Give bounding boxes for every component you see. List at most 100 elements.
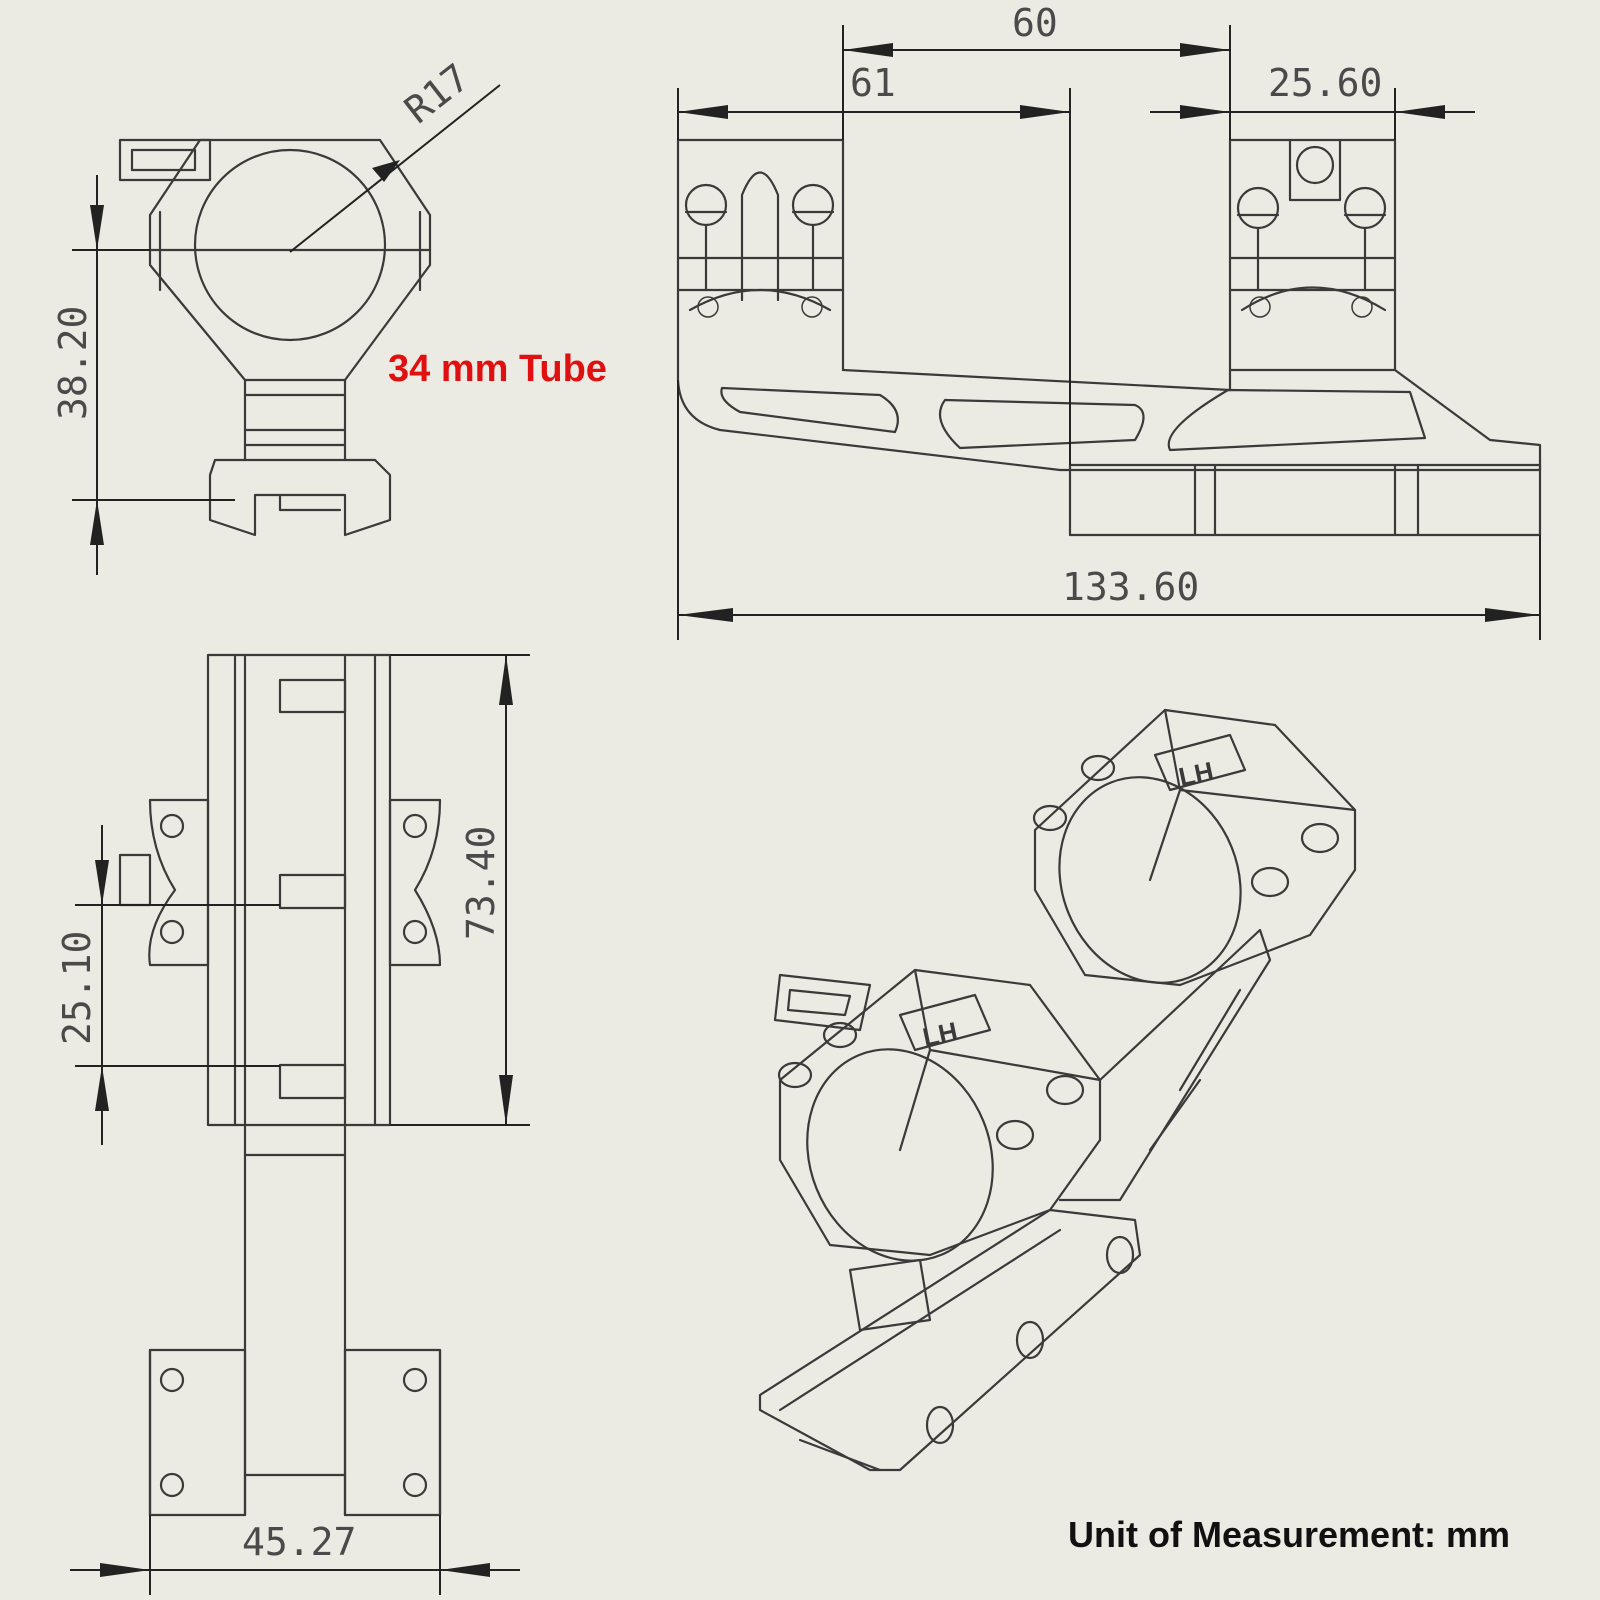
iso-arm-slots (1148, 988, 1242, 1152)
length-arrow-left (678, 608, 733, 622)
clamp-length-arrow-bottom (499, 1075, 513, 1125)
ring-width-arrow-left (1180, 105, 1230, 119)
lever-slot (130, 148, 197, 172)
iso-rear-bore (806, 1048, 994, 1262)
front-cap-hole (1295, 145, 1335, 185)
front-cap-box (1288, 138, 1342, 202)
offset-arrow-right (1020, 105, 1070, 119)
front-clamp-edges (148, 1348, 442, 1517)
iso-neck (848, 1258, 932, 1332)
iso-rail-screw-1 (1105, 1235, 1135, 1275)
front-hole-2 (159, 1472, 185, 1498)
rear-screw-2 (791, 183, 835, 227)
iso-rear-logo: LH (920, 1016, 960, 1053)
iso-arm (1058, 928, 1272, 1202)
front-ring-lines (1228, 256, 1397, 292)
isometric-view: LH LH (758, 708, 1357, 1472)
clamp-hole-1 (159, 813, 185, 839)
neck-ribs (243, 393, 347, 447)
ring-height-extensions (72, 249, 235, 501)
screw-bosses (158, 210, 422, 292)
tube-bore (193, 148, 387, 342)
iso-front-logo-plate (1153, 733, 1247, 792)
iso-front-ring (1033, 708, 1357, 987)
rear-center-slot (740, 171, 780, 302)
iso-rail-screw-2 (1015, 1320, 1045, 1360)
dim-base-width: 45.27 (242, 1520, 356, 1564)
front-screw-2 (1343, 186, 1387, 230)
lever-tab (118, 138, 212, 182)
iso-rail-base (758, 1208, 1142, 1472)
front-screw-1 (1236, 186, 1280, 230)
rear-screw-shanks (704, 223, 815, 292)
unit-label: Unit of Measurement: mm (1068, 1514, 1511, 1555)
front-view: R17 38.20 (51, 55, 501, 575)
spacing-arrow-right (1180, 43, 1230, 57)
top-arm-lines (243, 1153, 347, 1477)
ring-neck (243, 378, 347, 462)
clamp-hole-4 (402, 919, 428, 945)
rear-ring-arch (688, 289, 832, 312)
rail-clamp-grooves (1193, 463, 1420, 537)
base-width-arrow-left (100, 1563, 150, 1577)
dim-ring-width: 25.60 (1268, 61, 1382, 105)
front-hole-4 (402, 1472, 428, 1498)
iso-rail-edges (778, 1228, 1062, 1472)
front-ring-arch (1240, 286, 1387, 312)
iso-rear-logo-plate (898, 993, 992, 1052)
iso-rear-screw-3 (822, 1021, 858, 1049)
iso-front-ring-edges (1148, 708, 1357, 882)
length-arrow-right (1485, 608, 1540, 622)
iso-rear-screw-4 (777, 1061, 813, 1089)
ring-width-arrow-right (1395, 105, 1445, 119)
front-hole-1 (159, 1367, 185, 1393)
dim-rail-clamp-length: 73.40 (459, 826, 503, 940)
dim-clamp-offset: 25.10 (55, 931, 99, 1045)
top-view: 73.40 25.10 45.27 (55, 653, 530, 1595)
front-small-hole-1 (1249, 296, 1271, 318)
clamp-offset-arrow-top (95, 860, 109, 905)
offset-arrow-left (678, 105, 728, 119)
iso-front-screw-4 (1032, 804, 1068, 832)
clamp-offset-arrow-bottom (95, 1066, 109, 1111)
rail-body-lines (233, 653, 377, 1127)
rear-small-hole-1 (697, 296, 719, 318)
dim-ring-height: 38.20 (51, 306, 95, 420)
front-clamp-left (148, 1348, 247, 1517)
iso-lever (773, 973, 872, 1032)
side-rail-clamp (1068, 463, 1542, 537)
spacing-arrow-left (843, 43, 893, 57)
clamp-hole-2 (159, 919, 185, 945)
clamp-hole-3 (402, 813, 428, 839)
dim-radius: R17 (396, 55, 477, 132)
front-hole-3 (402, 1367, 428, 1393)
clamp-length-arrow-top (499, 655, 513, 705)
iso-rear-screw-1 (1045, 1074, 1085, 1106)
offset-extensions (677, 88, 1071, 465)
iso-rail-screw-3 (925, 1405, 955, 1445)
rear-clamp-left (148, 798, 210, 967)
front-ring-outline (1228, 138, 1397, 372)
arm-slot-1 (720, 386, 899, 434)
iso-front-screw-2 (1250, 866, 1290, 898)
iso-front-bore (1058, 776, 1242, 984)
spacing-extensions (842, 25, 1231, 140)
rail-slots (278, 678, 347, 1100)
clamp-step (278, 493, 342, 512)
rear-screw-1 (684, 183, 728, 227)
radius-leader (289, 84, 501, 253)
lever-stub (118, 853, 152, 907)
base-width-extensions (149, 1515, 441, 1595)
ring-height-arrow-top (90, 205, 104, 250)
rear-ring-outline (676, 138, 845, 372)
length-extensions (677, 380, 1541, 640)
front-small-hole-2 (1351, 296, 1373, 318)
radius-arrow (372, 160, 400, 182)
iso-rear-ring (778, 968, 1102, 1257)
rear-small-hole-2 (801, 296, 823, 318)
iso-lever-slot (786, 988, 852, 1017)
dim-ring-spacing: 60 (1012, 1, 1058, 45)
iso-front-logo: LH (1176, 756, 1216, 793)
ring-height-arrow-bottom (90, 500, 104, 545)
